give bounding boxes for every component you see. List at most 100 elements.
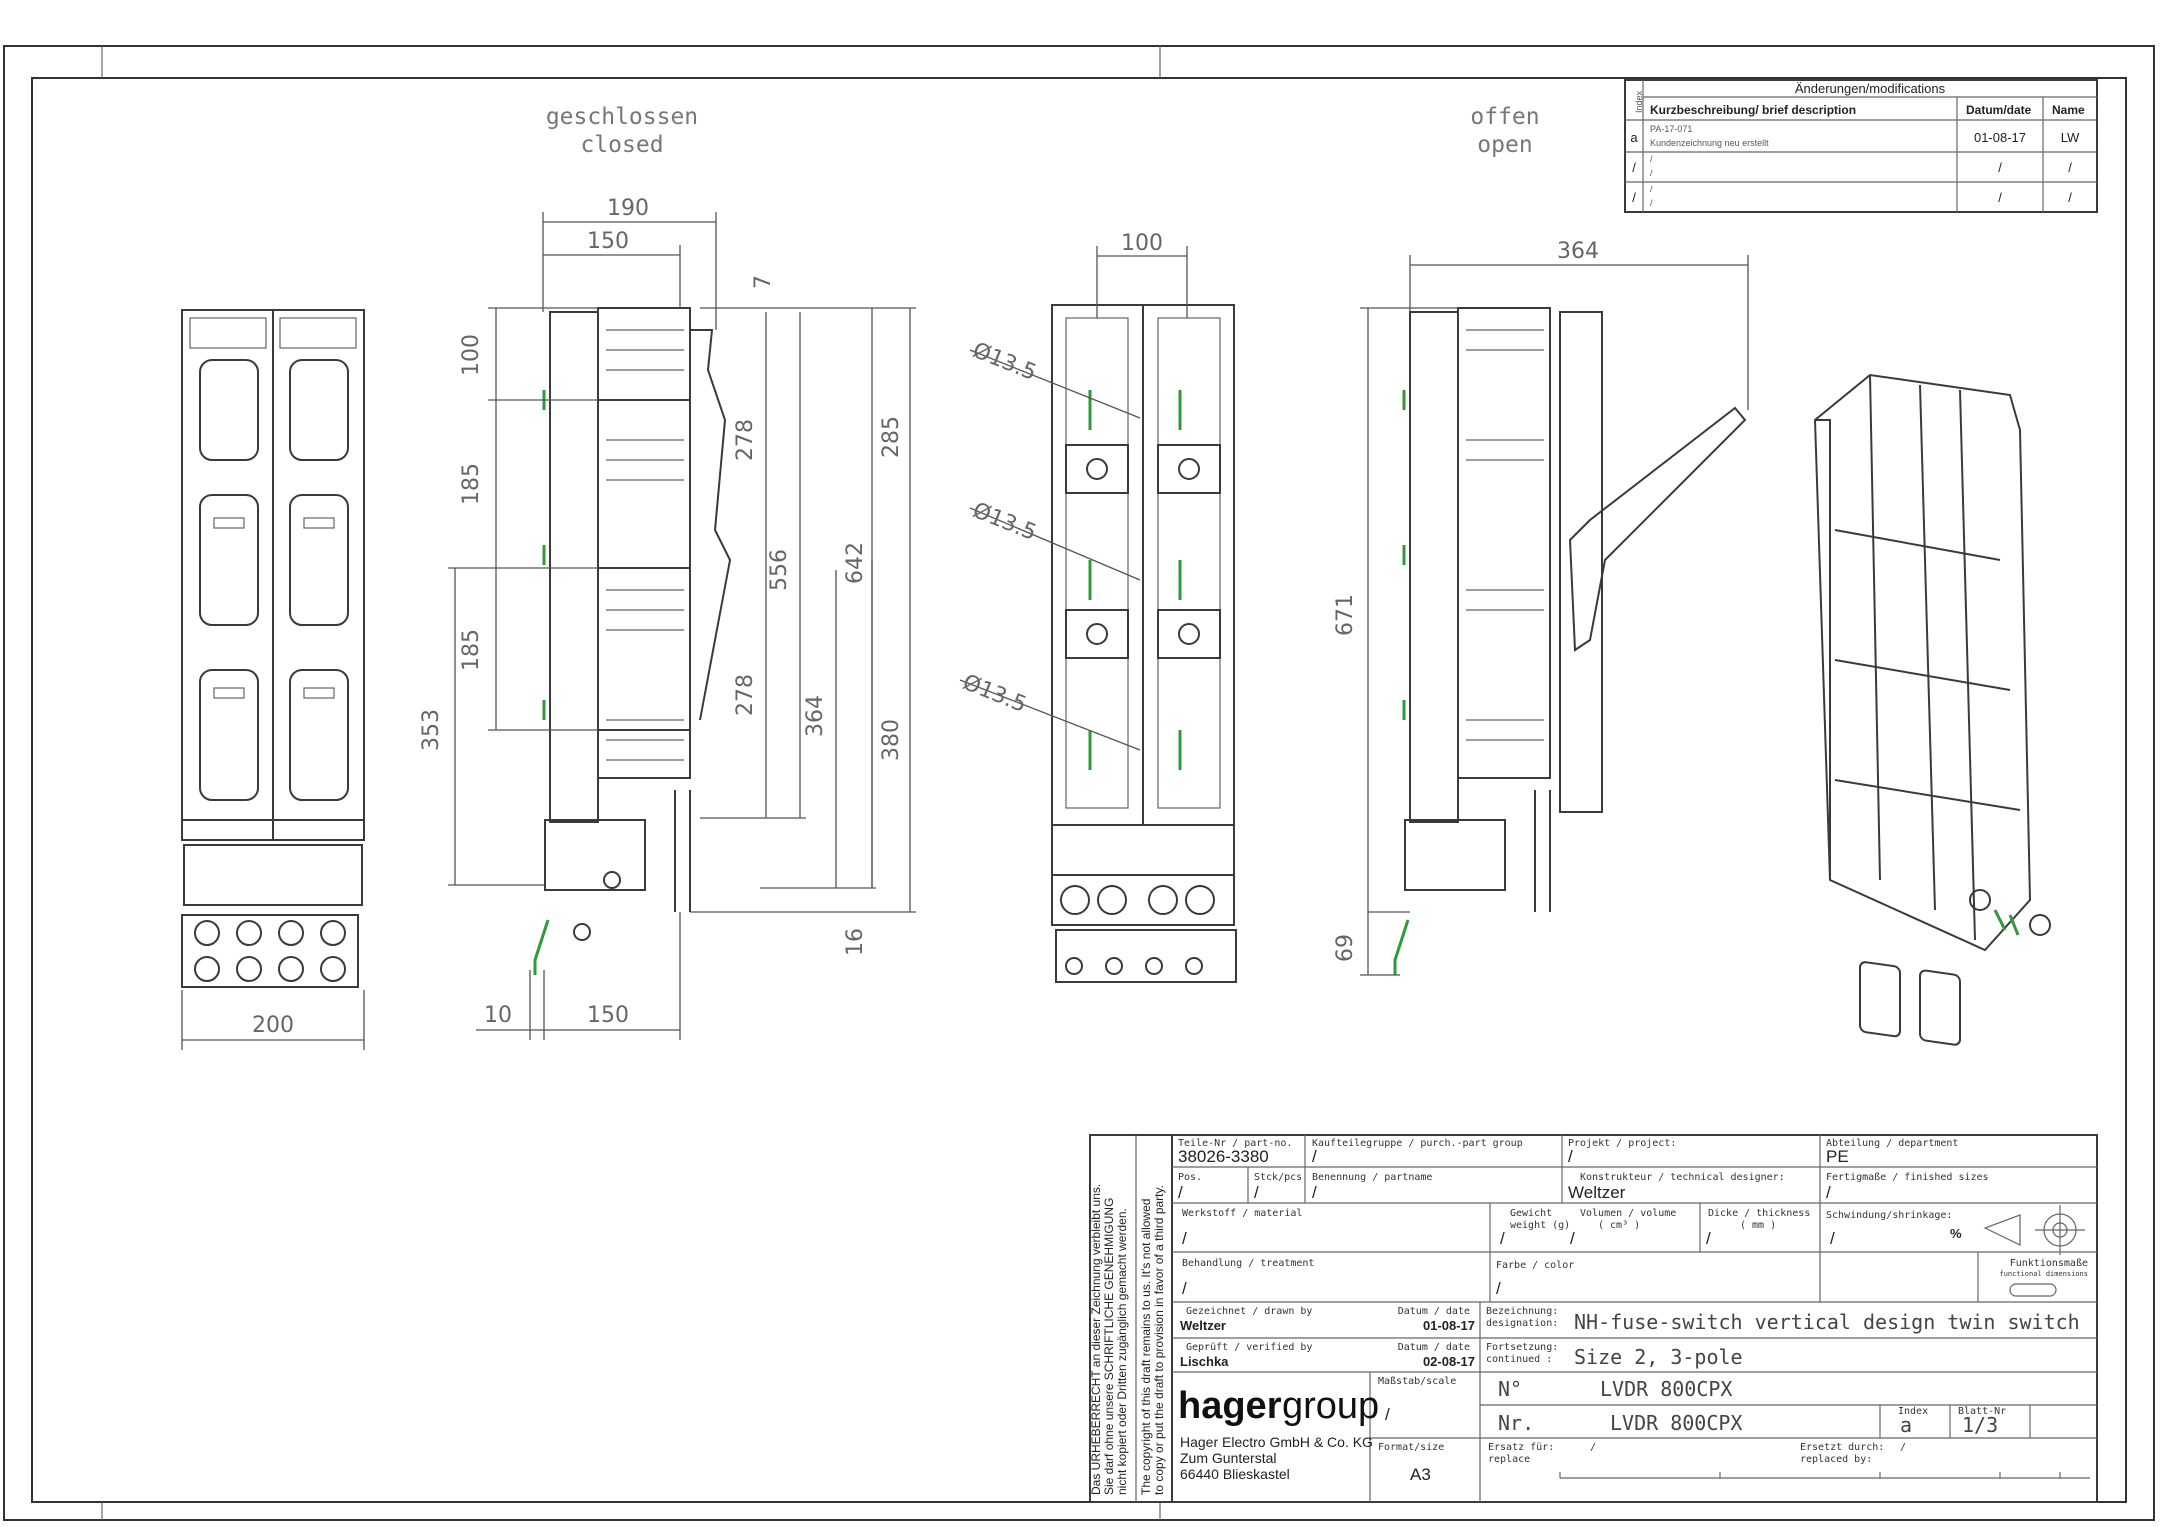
- tb-nr-value: LVDR 800CPX: [1610, 1411, 1742, 1435]
- front-label-right-2: [303, 687, 335, 699]
- dim-side-16: 16: [843, 928, 868, 956]
- mod-row-3-date: /: [1998, 190, 2002, 205]
- hager-group-logo: hager group: [1178, 1385, 1379, 1427]
- svg-text:Das URHEBERRECHT an dieser Zei: Das URHEBERRECHT an dieser Zeichnung ver…: [1089, 1184, 1103, 1495]
- open-perforation-grid: [1466, 329, 1544, 741]
- tb-company-street: Zum Gunterstal: [1180, 1450, 1276, 1466]
- tb-purch-group: /: [1312, 1147, 1317, 1166]
- tb-weight-label-1: Gewicht: [1510, 1208, 1552, 1219]
- svg-text:nicht kopiert oder Dritten zug: nicht kopiert oder Dritten zugänglich ge…: [1115, 1208, 1129, 1495]
- dim-side-185-b: 185: [459, 629, 484, 671]
- iso-fuse-right: [1919, 969, 1961, 1046]
- tb-format: A3: [1410, 1465, 1431, 1484]
- dim-side-556: 556: [767, 549, 792, 591]
- dim-side-353: 353: [419, 709, 444, 751]
- tb-continued: Size 2, 3-pole: [1574, 1345, 1743, 1369]
- tb-weight: /: [1500, 1229, 1505, 1248]
- front-label-left: [213, 517, 245, 529]
- inner-sheet-frame: [31, 77, 2127, 1503]
- tb-verified-date: 02-08-17: [1423, 1354, 1475, 1369]
- tb-verified-label: Geprüft / verified by: [1186, 1342, 1312, 1353]
- tb-volume-label-2: ( cm³ ): [1598, 1220, 1640, 1231]
- open-front-view: 100 Ø13.5 Ø13.5 Ø13.5: [959, 231, 1237, 983]
- dim-side-190: 190: [607, 196, 649, 221]
- mod-row-2-ref: /: [1650, 154, 1653, 164]
- svg-text:offen: offen: [1470, 104, 1539, 130]
- tb-index: a: [1900, 1413, 1912, 1437]
- mod-row-1-desc: Kundenzeichnung neu erstellt: [1650, 138, 1769, 148]
- copyright-notice: Das URHEBERRECHT an dieser Zeichnung ver…: [1089, 1134, 1173, 1503]
- mod-row-1-index: a: [1630, 130, 1638, 145]
- title-block: Teile-Nr / part-no. 38026-3380 Kaufteile…: [1171, 1134, 2098, 1503]
- svg-text:geschlossen: geschlossen: [546, 104, 698, 130]
- front-fuse-left-upper: [199, 359, 259, 461]
- tb-department-label: Abteilung / department: [1826, 1138, 1958, 1149]
- tb-department: PE: [1826, 1147, 1849, 1166]
- mod-row-1-date: 01-08-17: [1974, 130, 2026, 145]
- front-terminal-block: [181, 914, 359, 988]
- modifications-table: Änderungen/modifications Index Kurzbesch…: [1624, 79, 2098, 213]
- wiring-right-pole-frame: [1157, 317, 1221, 809]
- open-base-bracket: [1404, 819, 1506, 891]
- dim-open-364: 364: [1557, 239, 1599, 264]
- mod-header-date: Datum/date: [1966, 103, 2032, 117]
- tb-company-name: Hager Electro GmbH & Co. KG: [1180, 1434, 1373, 1450]
- tb-material: /: [1182, 1229, 1187, 1248]
- tb-scale: /: [1385, 1405, 1390, 1424]
- tb-treatment: /: [1182, 1279, 1187, 1298]
- dim-front-width: 200: [252, 1013, 294, 1038]
- tb-pcs-label: Stck/pcs: [1254, 1172, 1302, 1183]
- tb-drawn-date: 01-08-17: [1423, 1318, 1475, 1333]
- tb-part-no-label: Teile-Nr / part-no.: [1178, 1138, 1292, 1149]
- tb-part-no: 38026-3380: [1178, 1147, 1269, 1166]
- open-fuse-carrier: [1559, 311, 1603, 813]
- dim-side-150-top: 150: [587, 229, 629, 254]
- dim-dia-3: Ø13.5: [959, 670, 1030, 718]
- tb-material-label: Werkstoff / material: [1182, 1208, 1302, 1219]
- front-label-left-2: [213, 687, 245, 699]
- mod-row-2-date: /: [1998, 160, 2002, 175]
- modifications-title: Änderungen/modifications: [1795, 81, 1946, 96]
- front-fuse-right-mid: [289, 494, 349, 626]
- tb-replaced-label-2: replaced by:: [1800, 1454, 1872, 1465]
- tb-designation: NH-fuse-switch vertical design twin swit…: [1574, 1310, 2080, 1334]
- tb-company-city: 66440 Blieskastel: [1180, 1466, 1290, 1482]
- mod-row-2-index: /: [1632, 160, 1636, 175]
- tb-drawn-label: Gezeichnet / drawn by: [1186, 1306, 1312, 1317]
- front-terminal-bolts: [194, 920, 346, 982]
- dim-side-278-b: 278: [733, 674, 758, 716]
- tb-no-value: LVDR 800CPX: [1600, 1377, 1732, 1401]
- front-top-terminal-left: [189, 317, 267, 349]
- mod-row-3-index: /: [1632, 190, 1636, 205]
- tb-pcs: /: [1254, 1183, 1259, 1202]
- tb-scale-label: Maßstab/scale: [1378, 1376, 1456, 1387]
- iso-fuse-left: [1859, 961, 1901, 1038]
- tb-no-label: N°: [1498, 1377, 1522, 1401]
- tb-func-label-2: functional dimensions: [1999, 1270, 2088, 1278]
- tb-designation-label-1: Bezeichnung:: [1486, 1306, 1558, 1317]
- tb-replace-label-2: replace: [1488, 1454, 1530, 1465]
- dim-side-100: 100: [459, 334, 484, 376]
- dim-side-380: 380: [879, 719, 904, 761]
- tb-replace-label-1: Ersatz für:: [1488, 1442, 1554, 1453]
- svg-text:closed: closed: [580, 132, 663, 158]
- tb-sheet-label: Blatt-Nr: [1958, 1406, 2006, 1417]
- dim-side-150-bottom: 150: [587, 1003, 629, 1028]
- tb-replaced: /: [1900, 1442, 1906, 1453]
- svg-text:open: open: [1477, 132, 1532, 158]
- front-top-terminal-right: [279, 317, 357, 349]
- tb-color: /: [1496, 1279, 1501, 1298]
- front-label-right: [303, 517, 335, 529]
- tb-project: /: [1568, 1147, 1573, 1166]
- front-fuse-left-lower: [199, 669, 259, 801]
- side-green-earth: [533, 919, 550, 975]
- dim-side-642: 642: [843, 542, 868, 584]
- mod-row-3-ref: /: [1650, 184, 1653, 194]
- dim-side-278-a: 278: [733, 419, 758, 461]
- view-title-closed: geschlossen closed: [546, 104, 698, 158]
- dim-dia-2: Ø13.5: [969, 498, 1040, 546]
- dim-side-185-a: 185: [459, 463, 484, 505]
- tb-finished: /: [1826, 1183, 1831, 1202]
- tb-replace: /: [1590, 1442, 1596, 1453]
